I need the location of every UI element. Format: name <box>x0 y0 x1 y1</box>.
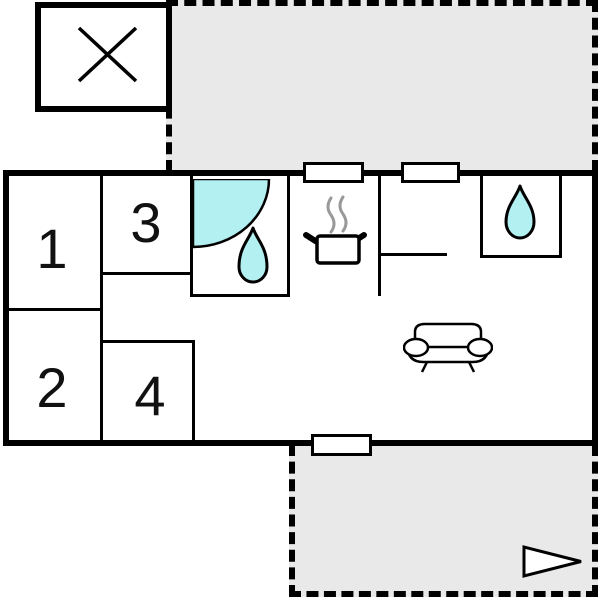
wall-wc-right <box>559 176 562 258</box>
terrace-top <box>166 0 598 172</box>
sofa-icon <box>403 317 493 373</box>
wall-wc-left <box>480 176 483 258</box>
wall-room1-room2 <box>9 308 100 311</box>
room-2-label: 2 <box>36 356 68 419</box>
window-top-left <box>303 162 364 183</box>
window-top-right <box>401 162 460 183</box>
wall-kitchen-stub <box>380 253 447 256</box>
wall-bathroom-right <box>287 176 290 297</box>
crossed-box-icon <box>35 2 172 112</box>
window-bottom <box>311 434 372 456</box>
room-1-label: 1 <box>36 217 68 280</box>
wall-wc-bottom <box>480 255 562 258</box>
wall-kitchen-partition <box>378 176 381 296</box>
terrace-bottom <box>289 444 598 597</box>
wall-room4-right <box>192 340 195 440</box>
direction-arrow-icon <box>520 540 586 582</box>
wall-bedrooms-left <box>100 176 103 440</box>
wall-room3-bathroom <box>190 176 193 296</box>
room-3-label: 3 <box>130 191 162 254</box>
wall-room4-top <box>103 340 195 343</box>
room-4-label: 4 <box>134 364 166 427</box>
wall-bathroom-bottom <box>190 294 290 297</box>
water-drop-icon <box>502 184 538 242</box>
shower-icon <box>193 179 289 294</box>
wall-room3-bottom <box>103 272 190 275</box>
stove-pot-icon <box>300 192 370 268</box>
